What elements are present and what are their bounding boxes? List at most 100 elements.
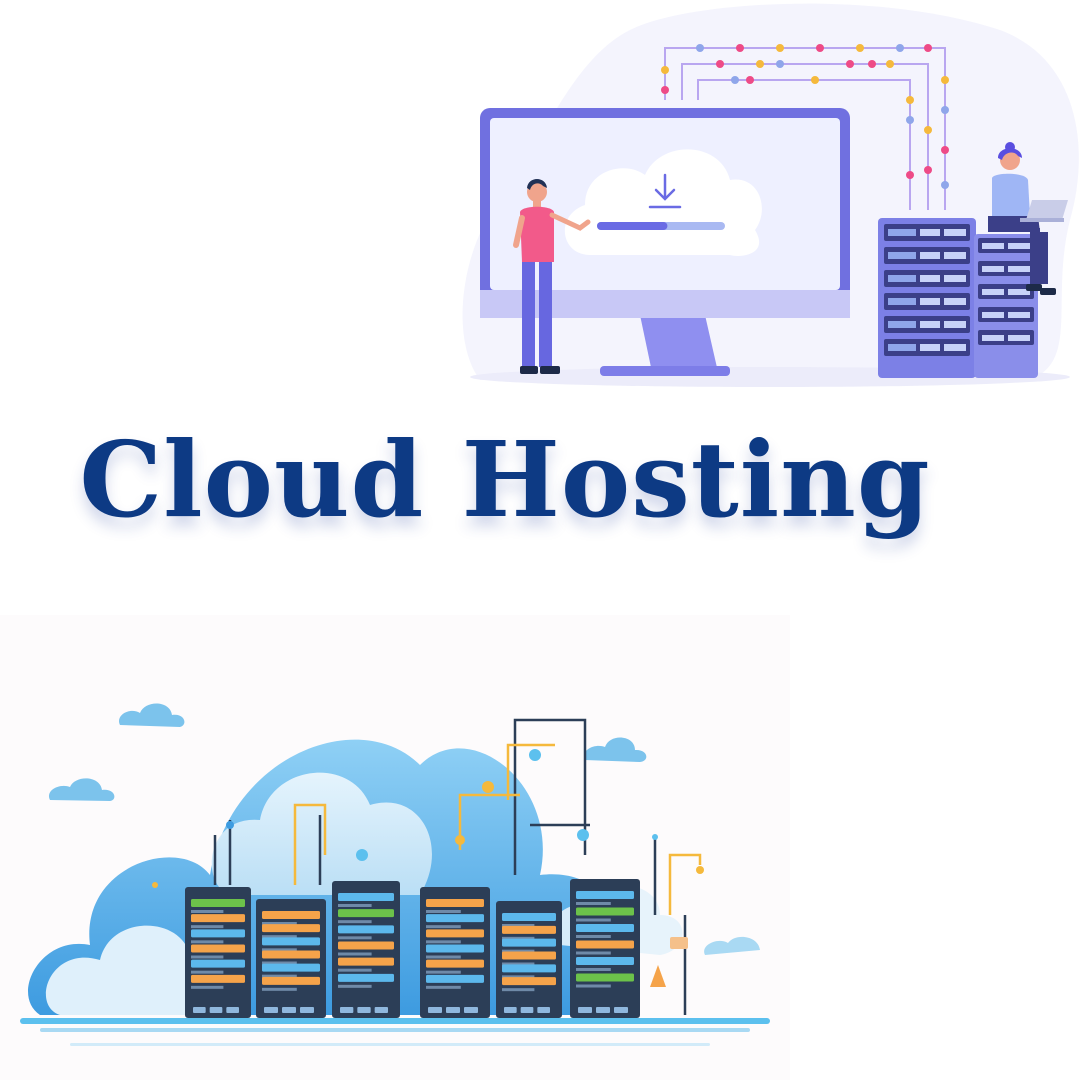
server-foot-slot <box>464 1007 478 1013</box>
server-led-bar <box>338 893 394 901</box>
server-detail-line <box>191 955 224 959</box>
server-led-bar <box>502 964 556 973</box>
server-detail-line <box>338 968 372 972</box>
server-detail-line <box>426 910 461 913</box>
server-led-bar <box>262 950 320 959</box>
server-detail-line <box>576 951 611 955</box>
server-detail-line <box>502 924 535 927</box>
server-detail-line <box>262 948 297 952</box>
server-foot-slot <box>300 1007 314 1013</box>
server-led-bar <box>191 914 245 923</box>
server-detail-line <box>191 985 224 989</box>
server-detail-line <box>262 935 297 939</box>
server-detail-line <box>502 975 535 979</box>
server-led-bar <box>576 891 634 899</box>
server-detail-line <box>502 949 535 953</box>
rack-unit <box>884 293 970 310</box>
server-rack-units <box>884 224 1034 356</box>
server-detail-line <box>576 968 611 971</box>
hanging-tag <box>650 937 688 987</box>
server-foot-slot <box>428 1007 442 1013</box>
rack-unit-small <box>978 307 1034 322</box>
server-led-bar <box>426 944 484 953</box>
server-led-bar <box>426 914 484 923</box>
server-detail-line <box>426 985 461 989</box>
small-cloud-icons <box>49 703 760 955</box>
server-foot-slot <box>374 1007 388 1013</box>
server-tower <box>332 881 400 1018</box>
server-detail-line <box>426 940 461 944</box>
bottom-cloud-servers-illustration <box>0 615 790 1080</box>
server-foot-slot <box>340 1007 354 1013</box>
server-led-bar <box>262 924 320 933</box>
server-detail-line <box>191 940 224 944</box>
server-detail-line <box>338 984 372 988</box>
server-led-bar <box>262 963 320 972</box>
server-foot-slot <box>209 1007 223 1013</box>
server-detail-line <box>262 922 297 925</box>
rack-unit-small <box>978 284 1034 299</box>
rack-unit <box>884 339 970 356</box>
server-detail-line <box>338 904 372 907</box>
server-led-bar <box>426 974 484 983</box>
server-led-bar <box>426 899 484 907</box>
server-foot-slot <box>520 1007 534 1013</box>
rack-unit <box>884 270 970 287</box>
server-led-bar <box>502 925 556 934</box>
server-detail-line <box>502 988 535 992</box>
server-led-bar <box>338 941 394 950</box>
server-foot-slot <box>578 1007 592 1013</box>
server-foot-slot <box>504 1007 517 1013</box>
server-led-bar <box>262 911 320 919</box>
circuit-wires <box>213 718 702 1015</box>
server-foot-slot <box>282 1007 296 1013</box>
rack-unit-small <box>978 330 1034 345</box>
server-led-bar <box>576 924 634 932</box>
server-led-bar <box>426 959 484 968</box>
server-detail-line <box>262 974 297 978</box>
server-led-bar <box>576 973 634 982</box>
server-foot-slot <box>357 1007 371 1013</box>
server-led-bar <box>191 959 245 968</box>
server-detail-line <box>576 984 611 988</box>
server-led-bar <box>576 907 634 916</box>
server-detail-line <box>426 925 461 929</box>
server-foot-slot <box>614 1007 628 1013</box>
man-figure <box>513 179 591 374</box>
server-detail-line <box>576 918 611 922</box>
server-led-bar <box>502 913 556 921</box>
top-cloud-download-illustration <box>462 3 1079 387</box>
ground-platform <box>20 1018 770 1046</box>
rack-unit-small <box>978 261 1034 276</box>
rack-unit-small <box>978 238 1034 253</box>
server-led-bar <box>338 957 394 966</box>
download-icon <box>648 173 682 209</box>
server-detail-line <box>338 920 372 924</box>
server-detail-line <box>338 952 372 956</box>
server-led-bar <box>338 925 394 934</box>
server-tower <box>256 899 326 1018</box>
server-led-bar <box>502 938 556 947</box>
server-foot-slot <box>193 1007 206 1013</box>
server-detail-line <box>262 987 297 991</box>
server-detail-line <box>191 925 224 929</box>
server-led-bar <box>426 929 484 938</box>
server-tower <box>185 887 251 1018</box>
server-led-bar <box>191 944 245 953</box>
rack-unit <box>884 247 970 264</box>
server-foot-slot <box>226 1007 239 1013</box>
server-led-bar <box>191 974 245 983</box>
server-foot-slot <box>537 1007 550 1013</box>
server-led-bar <box>502 977 556 986</box>
server-led-bar <box>262 976 320 985</box>
server-foot-slot <box>446 1007 460 1013</box>
page-title: Cloud Hosting <box>79 418 931 541</box>
server-detail-line <box>191 910 224 913</box>
server-detail-line <box>338 936 372 940</box>
server-led-bar <box>191 899 245 907</box>
woman-figure <box>988 142 1068 295</box>
download-progress-bar <box>597 222 725 230</box>
server-detail-line <box>576 935 611 938</box>
server-detail-line <box>191 970 224 974</box>
server-detail-line <box>502 962 535 966</box>
